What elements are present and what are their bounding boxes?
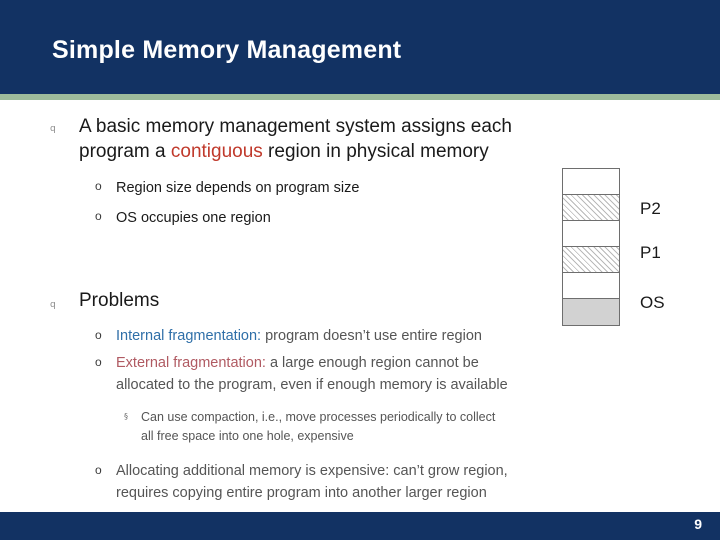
memory-block-p2 bbox=[563, 195, 619, 221]
footer-band bbox=[0, 512, 720, 540]
memory-block-free-1 bbox=[563, 169, 619, 195]
problem-1-text: program doesn’t use entire region bbox=[261, 328, 482, 344]
bullet-marker-o-1: o bbox=[95, 179, 102, 193]
memory-label-p2: P2 bbox=[640, 199, 661, 218]
problem-2: External fragmentation: a large enough r… bbox=[116, 352, 676, 396]
point-1-line-2-suffix: region in physical memory bbox=[262, 141, 489, 162]
memory-block-os bbox=[563, 299, 619, 325]
page-number: 9 bbox=[694, 516, 702, 532]
problem-2-detail-line-2: all free space into one hole, expensive bbox=[141, 429, 354, 443]
title-band bbox=[0, 0, 720, 94]
problem-2-text-line-1: a large enough region cannot be bbox=[265, 355, 479, 371]
title-accent-rule bbox=[0, 94, 720, 100]
bullet-marker-square-2: q bbox=[50, 300, 56, 310]
bullet-marker-o-5: o bbox=[95, 463, 102, 477]
page-title: Simple Memory Management bbox=[52, 36, 402, 64]
bullet-marker-section: § bbox=[124, 412, 128, 421]
problem-1: Internal fragmentation: program doesn’t … bbox=[116, 325, 482, 347]
memory-diagram bbox=[562, 168, 620, 326]
memory-label-p1: P1 bbox=[640, 243, 661, 262]
sub-point-1: Region size depends on program size bbox=[116, 180, 360, 196]
problem-2-detail: Can use compaction, i.e., move processes… bbox=[141, 408, 671, 446]
sub-point-2: OS occupies one region bbox=[116, 210, 271, 226]
problem-3: Allocating additional memory is expensiv… bbox=[116, 460, 676, 504]
memory-block-free-2 bbox=[563, 221, 619, 247]
point-1-line-2-prefix: program a bbox=[79, 141, 171, 162]
external-fragmentation-label: External fragmentation: bbox=[116, 355, 266, 371]
point-1-line-1: A basic memory management system assigns… bbox=[79, 116, 512, 137]
problem-3-line-1: Allocating additional memory is expensiv… bbox=[116, 463, 508, 479]
memory-label-os: OS bbox=[640, 293, 665, 312]
point-1: A basic memory management system assigns… bbox=[79, 114, 549, 164]
bullet-marker-o-2: o bbox=[95, 209, 102, 223]
contiguous-highlight: contiguous bbox=[170, 141, 263, 162]
bullet-marker-o-3: o bbox=[95, 328, 102, 342]
problem-3-line-2: requires copying entire program into ano… bbox=[116, 485, 487, 501]
problem-2-text-line-2: allocated to the program, even if enough… bbox=[116, 377, 508, 393]
memory-block-p1 bbox=[563, 247, 619, 273]
internal-fragmentation-label: Internal fragmentation: bbox=[116, 328, 262, 344]
bullet-marker-square: q bbox=[50, 124, 56, 134]
bullet-marker-o-4: o bbox=[95, 355, 102, 369]
memory-block-free-3 bbox=[563, 273, 619, 299]
problem-2-detail-line-1: Can use compaction, i.e., move processes… bbox=[141, 410, 496, 424]
point-2: Problems bbox=[79, 290, 160, 311]
